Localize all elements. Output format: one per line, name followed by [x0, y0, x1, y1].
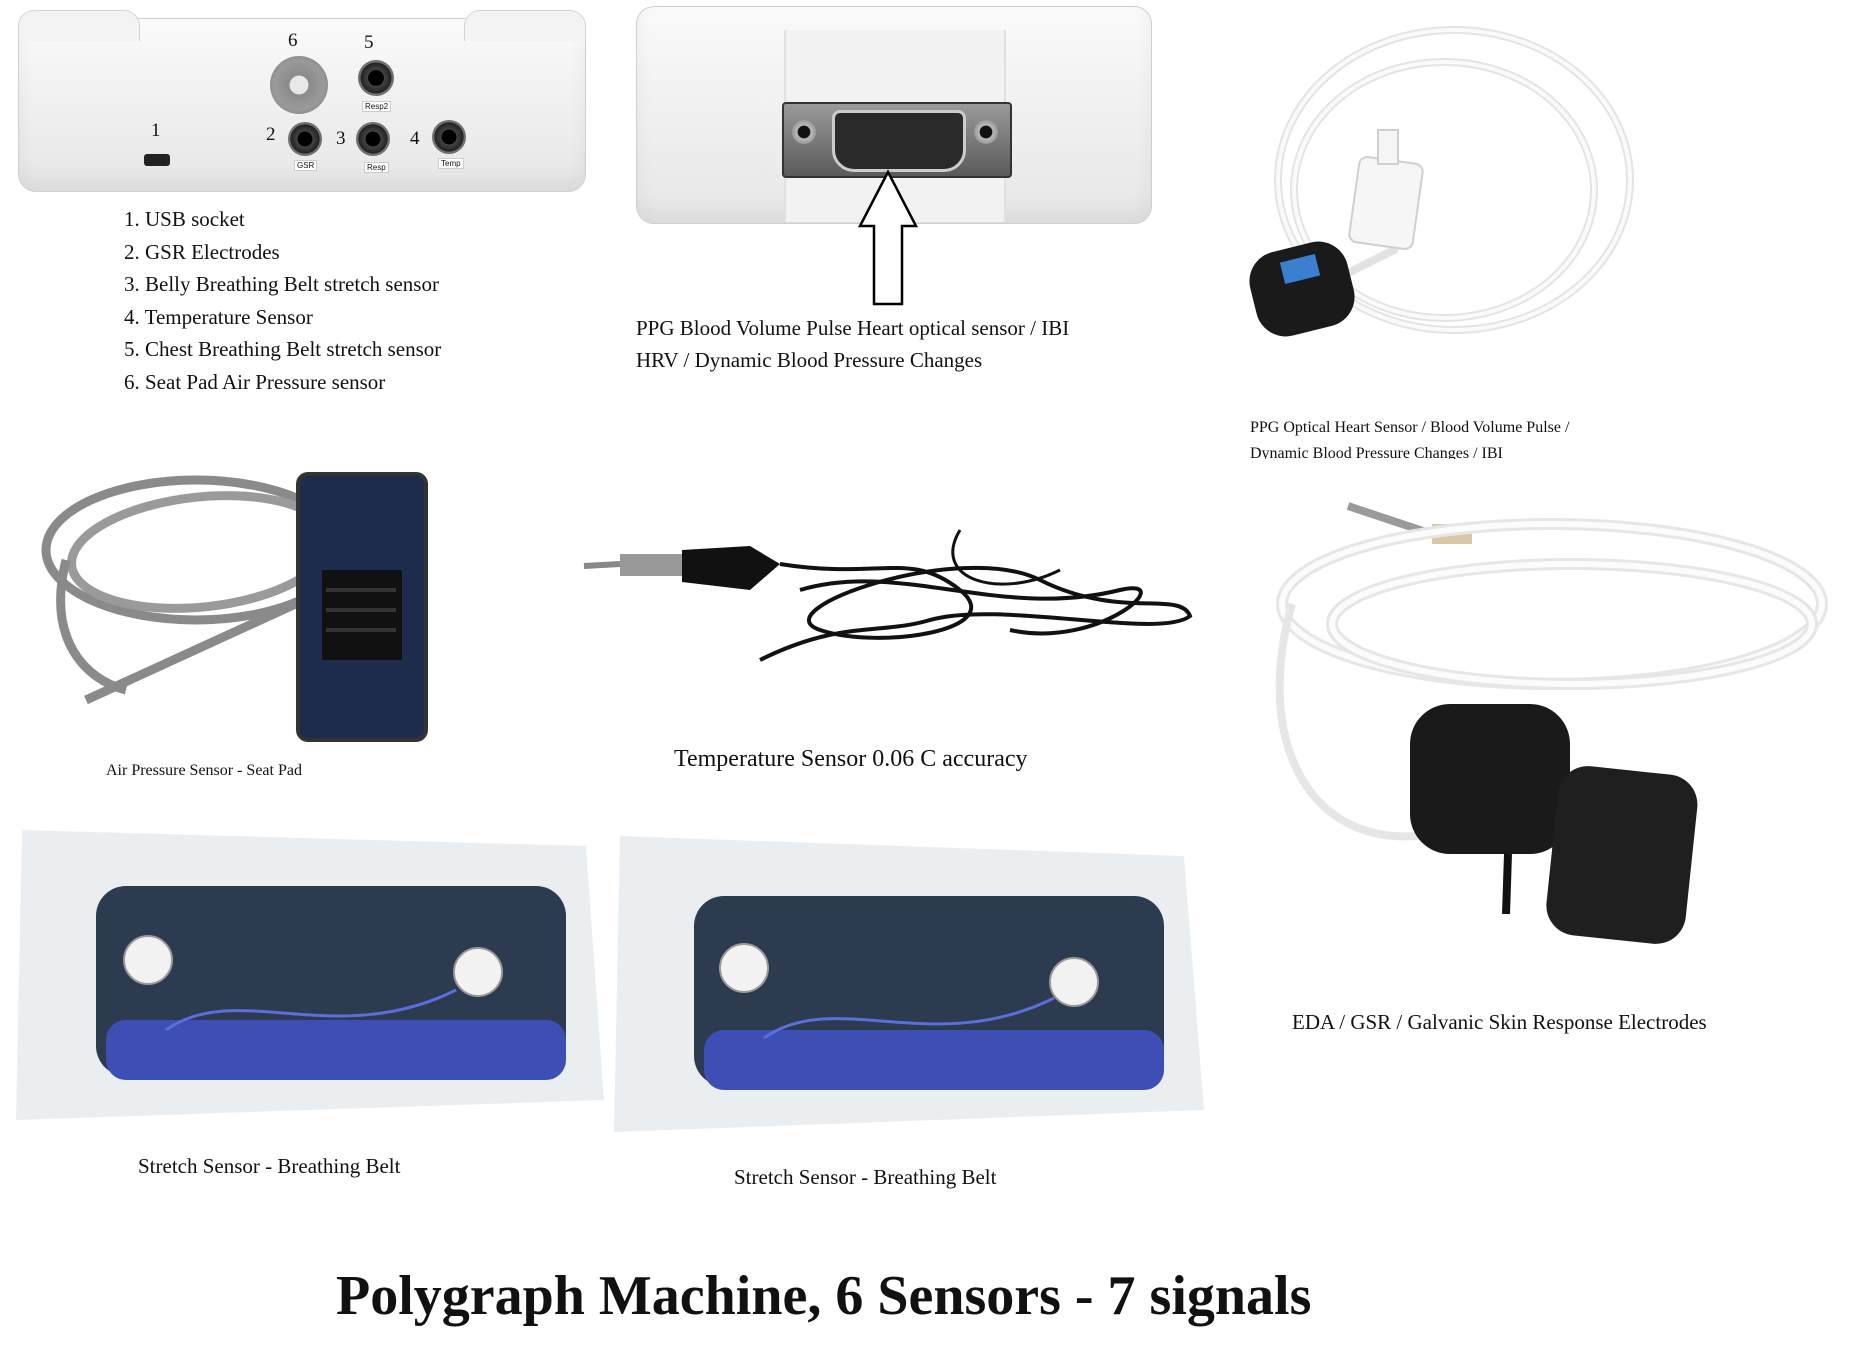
port-tag: Resp2 — [362, 101, 392, 112]
air-pressure-caption: Air Pressure Sensor - Seat Pad — [106, 762, 302, 779]
up-arrow-icon — [857, 169, 919, 306]
ppg-sensor-caption-line2: Dynamic Blood Pressure Changes / IBI — [1250, 445, 1503, 459]
page-title: Polygraph Machine, 6 Sensors - 7 signals — [336, 1265, 1312, 1327]
stretch-sensor-right-photo — [614, 836, 1204, 1132]
temperature-caption: Temperature Sensor 0.06 C accuracy — [674, 746, 1028, 772]
ppg-device-caption-line1: PPG Blood Volume Pulse Heart optical sen… — [636, 316, 1070, 340]
eda-electrodes-photo — [1275, 502, 1828, 944]
port-tag: Temp — [438, 158, 464, 169]
temperature-sensor-photo — [583, 529, 1193, 662]
ppg-device-caption-line2: HRV / Dynamic Blood Pressure Changes — [636, 348, 983, 372]
port-number: 6 — [288, 30, 298, 51]
stretch-left-caption: Stretch Sensor - Breathing Belt — [138, 1154, 401, 1178]
port-number: 1 — [151, 120, 161, 141]
legend-item: 6. Seat Pad Air Pressure sensor — [124, 369, 386, 394]
resp-jack-icon — [356, 122, 390, 156]
device-front-photo: 1 2 GSR 3 Resp 4 Temp 5 Resp2 6 — [18, 10, 586, 192]
temp-jack-icon — [432, 120, 466, 154]
usb-socket-icon — [144, 154, 170, 166]
legend-item: 4. Temperature Sensor — [124, 304, 313, 329]
air-nozzle-icon — [270, 56, 328, 114]
stretch-right-caption: Stretch Sensor - Breathing Belt — [734, 1165, 997, 1189]
legend-item: 1. USB socket — [124, 207, 245, 231]
resp2-jack-icon — [358, 60, 394, 96]
device-rear-photo — [636, 6, 1152, 224]
screw-icon — [974, 120, 998, 144]
ppg-sensor-caption-line1: PPG Optical Heart Sensor / Blood Volume … — [1250, 419, 1570, 436]
gsr-jack-icon — [288, 122, 322, 156]
ppg-sensor-photo — [1249, 26, 1634, 337]
port-number: 3 — [336, 128, 346, 149]
legend-item: 5. Chest Breathing Belt stretch sensor — [124, 337, 442, 361]
db9-connector-icon — [832, 110, 966, 172]
screw-icon — [792, 120, 816, 144]
port-tag: GSR — [294, 160, 318, 171]
eda-caption: EDA / GSR / Galvanic Skin Response Elect… — [1292, 1010, 1707, 1034]
air-pressure-sensor-photo — [41, 472, 428, 742]
stretch-sensor-left-photo — [16, 830, 604, 1120]
legend-item: 2. GSR Electrodes — [124, 239, 280, 264]
port-number: 2 — [266, 124, 276, 145]
port-legend-list: 1. USB socket 2. GSR Electrodes 3. Belly… — [124, 203, 441, 398]
port-number: 4 — [410, 128, 420, 149]
legend-item: 3. Belly Breathing Belt stretch sensor — [124, 272, 439, 296]
port-number: 5 — [364, 32, 374, 53]
port-tag: Resp — [364, 162, 389, 173]
